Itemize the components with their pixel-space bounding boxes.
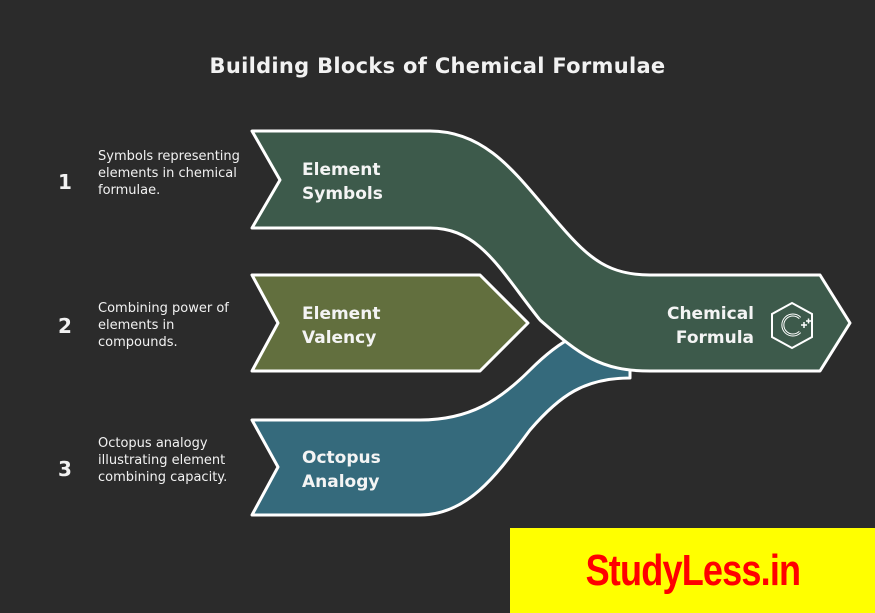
step-description-2: Combining power of elements in compounds… (98, 301, 229, 350)
step-number-1: 1 (58, 170, 72, 194)
watermark-banner: StudyLess.in (510, 528, 875, 613)
cpp-hexagon-icon (771, 301, 813, 350)
step-description-1: Symbols representing elements in chemica… (98, 149, 240, 198)
flow-band-element-valency (250, 273, 530, 373)
step-number-3: 3 (58, 457, 72, 481)
label-line: Valency (302, 328, 377, 348)
label-line: Element (302, 160, 381, 180)
label-line: Analogy (302, 472, 380, 492)
diagram-title: Building Blocks of Chemical Formulae (209, 54, 666, 78)
label-line: Octopus (302, 448, 381, 468)
flow-band-element-symbols (250, 129, 852, 373)
label-element-symbols: Element Symbols (302, 158, 383, 206)
label-line: Element (302, 304, 381, 324)
watermark-text: StudyLess.in (585, 545, 801, 595)
label-line: Chemical (666, 304, 754, 324)
step-number-2: 2 (58, 314, 72, 338)
label-line: Symbols (302, 184, 383, 204)
label-line: Formula (675, 328, 754, 348)
label-octopus-analogy: Octopus Analogy (302, 446, 381, 494)
label-chemical-formula: Chemical Formula (662, 302, 754, 350)
label-element-valency: Element Valency (302, 302, 380, 350)
step-description-3: Octopus analogy illustrating element com… (98, 436, 228, 485)
flow-band-octopus-analogy (250, 323, 632, 517)
